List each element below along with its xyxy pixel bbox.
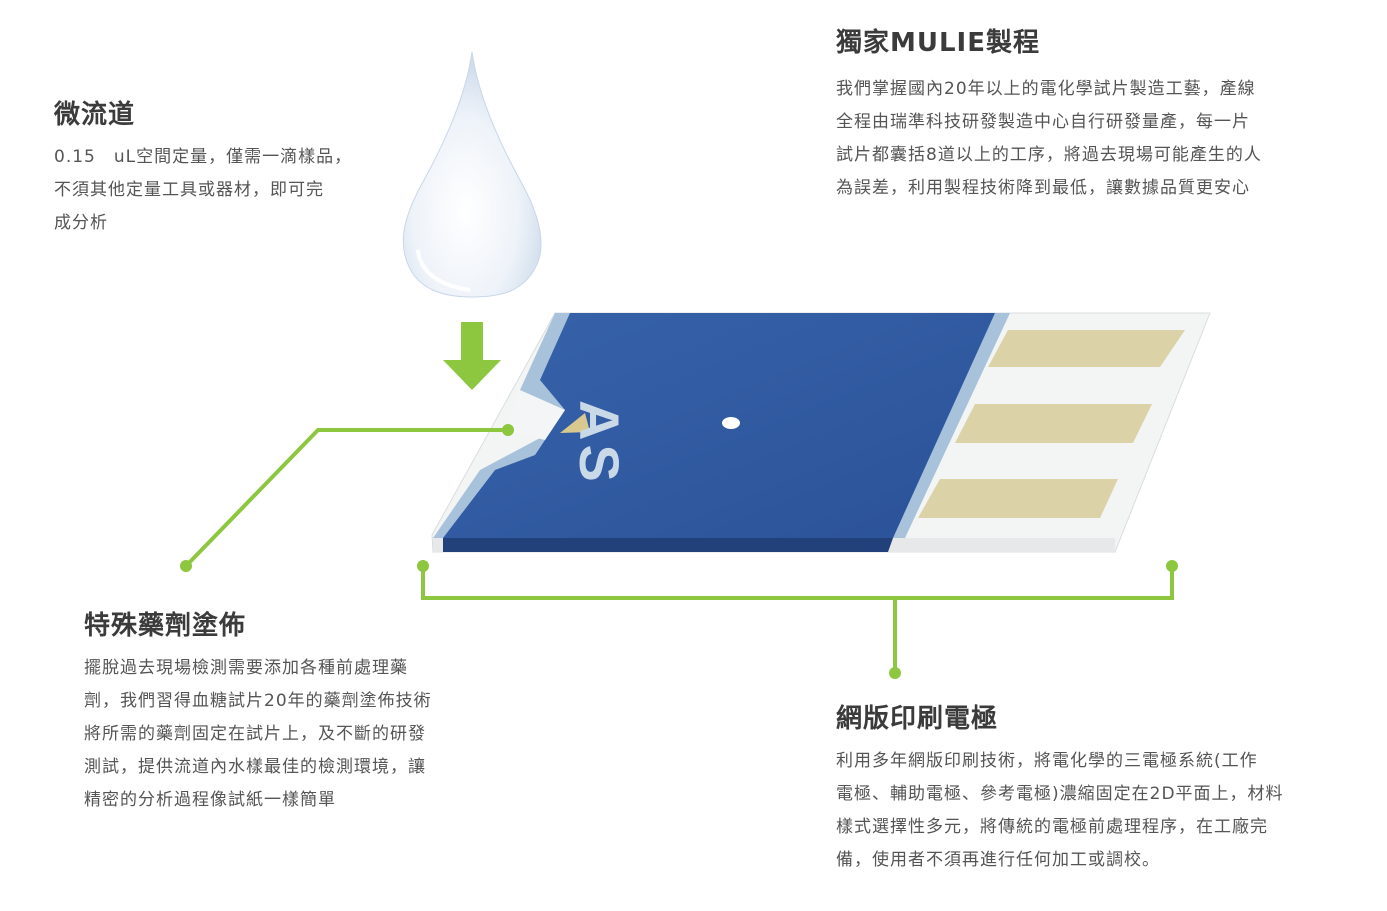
section-coating: 特殊藥劑塗佈 擺脫過去現場檢測需要添加各種前處理藥 劑，我們習得血糖試片20年的… bbox=[84, 605, 474, 817]
water-drop-icon bbox=[402, 51, 542, 298]
section-title: 網版印刷電極 bbox=[836, 704, 999, 734]
callout-coating bbox=[184, 428, 508, 568]
section-text: 擺脫過去現場檢測需要添加各種前處理藥 劑，我們習得血糖試片20年的藥劑塗佈技術 … bbox=[84, 658, 432, 810]
callout-dot bbox=[502, 424, 514, 436]
section-title: 獨家MULIE製程 bbox=[836, 28, 1040, 58]
section-text: 利用多年網版印刷技術，將電化學的三電極系統(工作 電極、輔助電極、參考電極)濃縮… bbox=[836, 751, 1284, 870]
section-process: 獨家MULIE製程 我們掌握國內20年以上的電化學試片製造工藝，產線 全程由瑞準… bbox=[836, 22, 1316, 205]
callout-dot bbox=[180, 560, 192, 572]
electrode-3 bbox=[918, 479, 1118, 518]
electrode-1 bbox=[988, 330, 1185, 367]
callout-dot bbox=[1166, 560, 1178, 572]
electrode-2 bbox=[955, 404, 1152, 443]
callout-dot bbox=[417, 560, 429, 572]
callout-dot bbox=[889, 667, 901, 679]
section-title: 特殊藥劑塗佈 bbox=[84, 611, 247, 641]
test-strip bbox=[431, 312, 1211, 553]
section-electrode: 網版印刷電極 利用多年網版印刷技術，將電化學的三電極系統(工作 電極、輔助電極、… bbox=[836, 698, 1316, 877]
down-arrow-icon bbox=[443, 322, 501, 390]
callout-electrode bbox=[421, 566, 1174, 672]
section-text: 我們掌握國內20年以上的電化學試片製造工藝，產線 全程由瑞準科技研發製造中心自行… bbox=[836, 79, 1262, 198]
section-microchannel: 微流道 0.15 uL空間定量，僅需一滴樣品， 不須其他定量工具或器材，即可完 … bbox=[54, 94, 404, 240]
strip-logo: AS bbox=[568, 400, 631, 486]
section-text: 0.15 uL空間定量，僅需一滴樣品， 不須其他定量工具或器材，即可完 成分析 bbox=[54, 147, 353, 233]
section-title: 微流道 bbox=[54, 100, 136, 130]
